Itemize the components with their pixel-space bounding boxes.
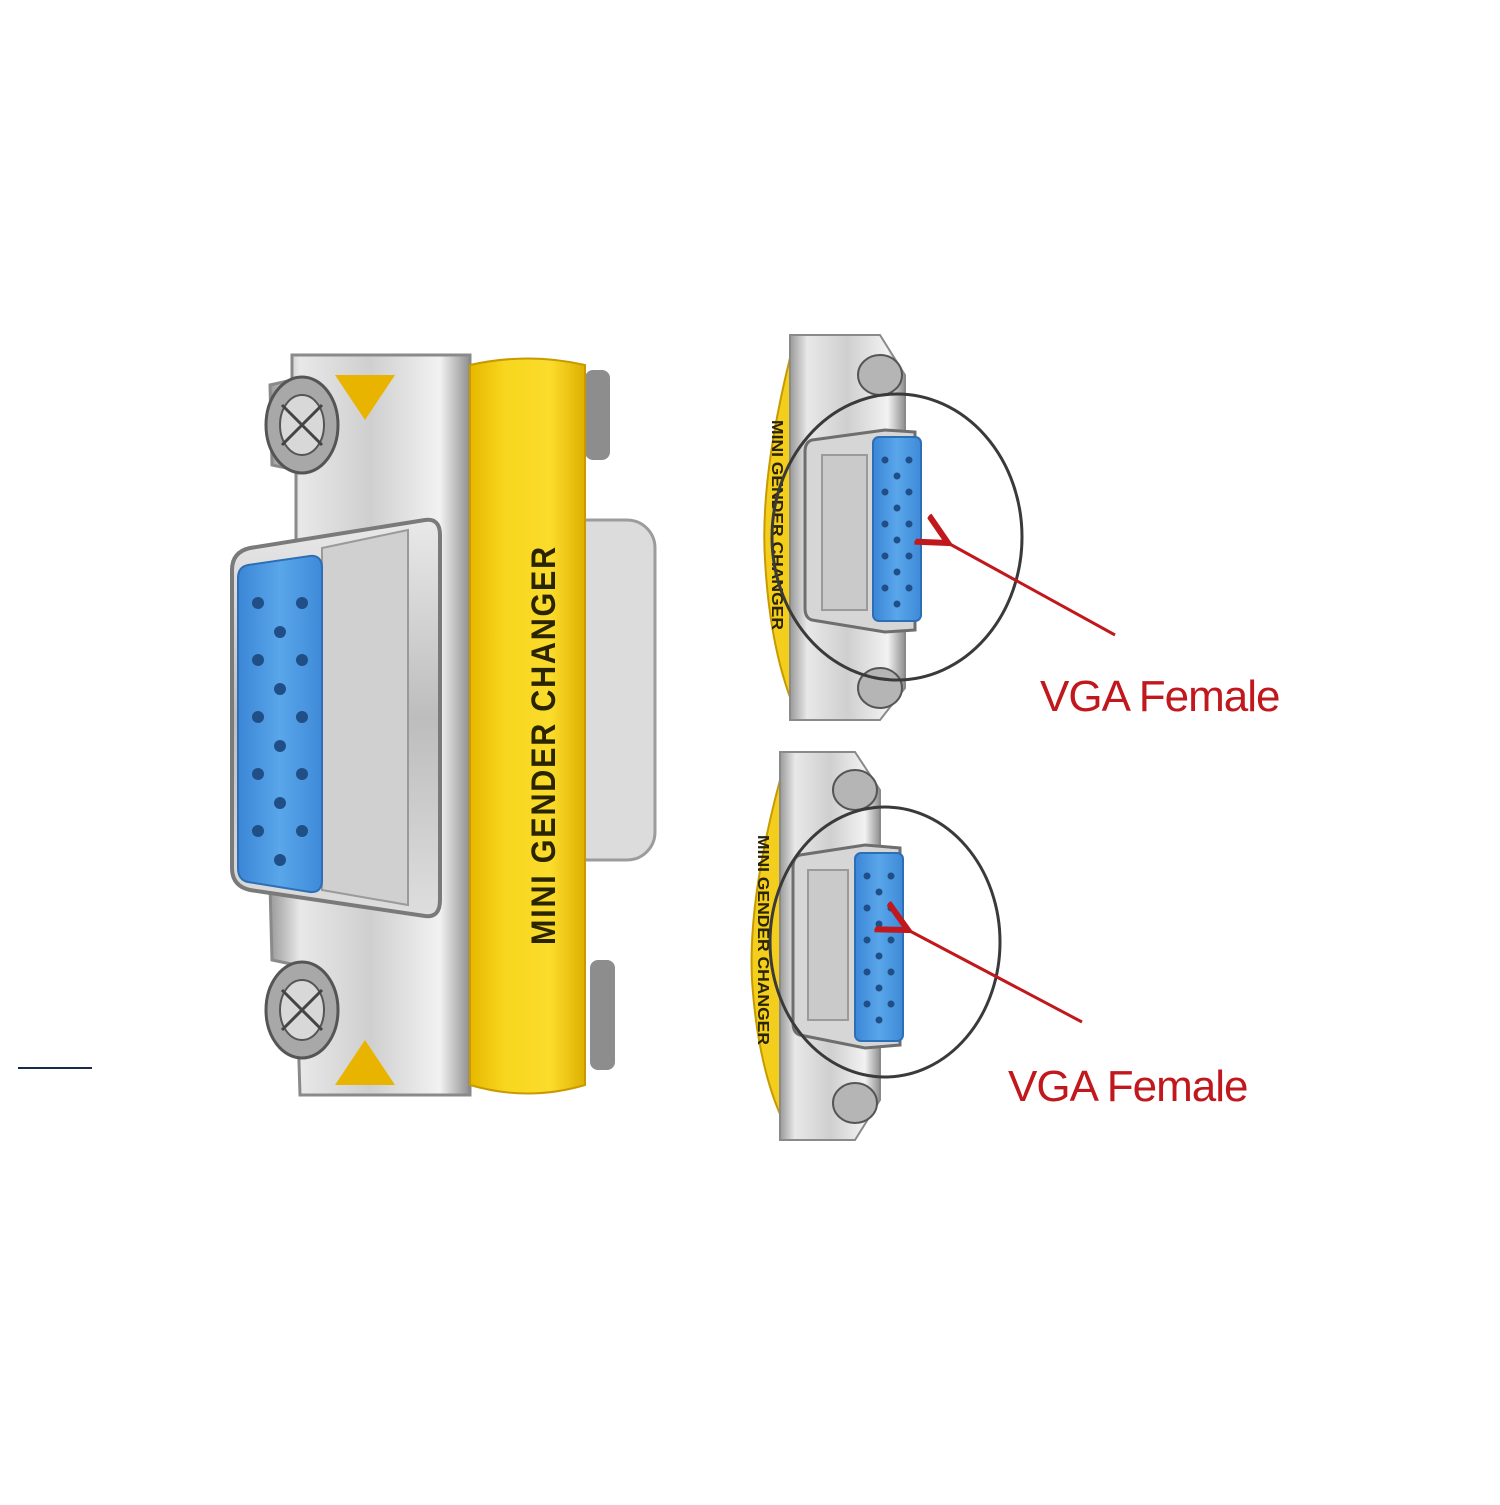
- band-label: MINI GENDER CHANGER: [525, 545, 563, 945]
- gender-changer-main: MINI GENDER CHANGER: [230, 353, 657, 1097]
- vga-female-detail-top: MINI GENDER CHANGER: [763, 334, 1116, 721]
- highlight-circle-icon: [768, 805, 1002, 1079]
- corner-mark: [18, 1067, 92, 1069]
- vga-female-detail-bottom: MINI GENDER CHANGER: [750, 751, 1083, 1141]
- screw-icon: [264, 375, 340, 475]
- band-label-small: MINI GENDER CHANGER: [754, 835, 771, 1045]
- screw-icon: [264, 960, 340, 1060]
- arrow-icon: [948, 543, 1116, 637]
- callout-label-bottom: VGA Female: [1008, 1062, 1248, 1111]
- callout-label-top: VGA Female: [1040, 672, 1280, 721]
- arrow-icon: [908, 930, 1083, 1024]
- highlight-circle-icon: [770, 392, 1024, 682]
- band-label-small: MINI GENDER CHANGER: [768, 420, 785, 630]
